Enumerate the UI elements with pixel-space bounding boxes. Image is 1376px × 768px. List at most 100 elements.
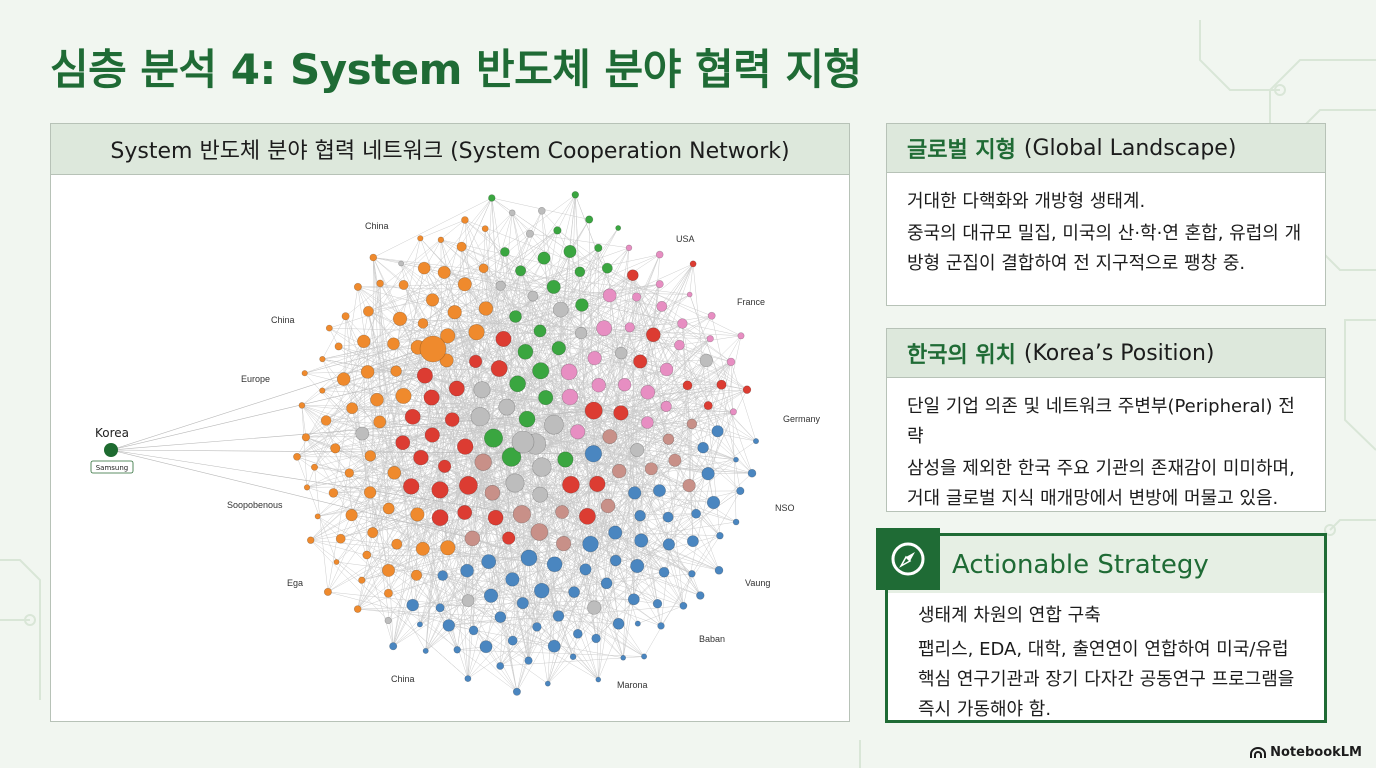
samsung-label: Samsung: [96, 464, 129, 472]
network-node: [624, 322, 635, 333]
network-edge: [376, 399, 512, 458]
network-edge: [529, 233, 630, 249]
network-edge: [351, 514, 564, 544]
network-edge: [440, 239, 709, 474]
korea-position-title-en: (Korea’s Position): [1023, 340, 1215, 366]
global-landscape-body: 거대한 다핵화와 개방형 생태계. 중국의 대규모 밀집, 미국의 산·학·연 …: [887, 173, 1325, 279]
network-node: [389, 642, 398, 651]
network-edge: [568, 371, 721, 536]
network-edge: [632, 275, 704, 448]
network-edge: [522, 275, 633, 443]
network-node: [572, 628, 583, 639]
network-node: [579, 563, 592, 576]
network-node: [478, 301, 494, 316]
network-node: [387, 337, 400, 351]
network-edge: [301, 405, 308, 488]
network-edge: [444, 210, 542, 467]
network-node: [417, 261, 431, 275]
network-node: [484, 484, 501, 501]
network-node: [626, 269, 639, 281]
network-edge: [442, 575, 492, 596]
network-edge: [327, 457, 422, 592]
network-node: [552, 301, 569, 318]
korea-edge: [110, 449, 473, 539]
network-node: [505, 473, 525, 493]
network-edge: [336, 561, 469, 679]
korea-position-header: 한국의 위치 (Korea’s Position): [887, 329, 1325, 378]
network-edge: [636, 296, 669, 440]
node-label-china-bottom: China: [391, 674, 415, 684]
network-node: [473, 381, 491, 399]
network-edge: [456, 370, 541, 389]
network-node: [600, 498, 616, 514]
network-node: [641, 416, 654, 429]
network-node: [634, 510, 646, 522]
network-node: [596, 320, 612, 337]
network-edge: [461, 246, 536, 445]
network-node: [398, 260, 404, 267]
network-node: [367, 527, 379, 539]
network-node: [435, 603, 445, 613]
network-edge: [296, 456, 574, 658]
network-node: [345, 509, 358, 522]
network-edge: [491, 197, 732, 363]
network-edge: [580, 332, 693, 425]
network-node: [682, 478, 696, 493]
network-node: [602, 288, 617, 303]
network-node: [587, 351, 602, 366]
korea-position-body: 단일 기업 의존 및 네트워크 주변부(Peripheral) 전략 삼성을 제…: [887, 378, 1325, 514]
network-node: [633, 354, 648, 369]
network-edge: [467, 543, 591, 679]
network-edge: [475, 263, 694, 362]
network-edge: [581, 304, 616, 533]
network-edge: [343, 316, 346, 380]
network-edge: [357, 466, 445, 610]
network-node: [562, 475, 580, 494]
network-node: [357, 334, 371, 349]
network-edge: [577, 473, 753, 634]
network-node: [747, 468, 757, 478]
network-edge: [456, 332, 477, 389]
network-edge: [317, 516, 599, 680]
network-node: [481, 225, 489, 233]
global-title-en: (Global Landscape): [1023, 135, 1237, 161]
network-edge: [322, 283, 660, 391]
network-edge: [444, 466, 658, 604]
network-node: [631, 292, 642, 302]
network-node: [600, 577, 613, 590]
network-node: [403, 478, 420, 495]
network-edge: [422, 335, 448, 549]
network-edge: [373, 197, 492, 258]
network-node: [662, 538, 676, 551]
network-edge: [322, 316, 346, 360]
network-edge: [305, 437, 426, 652]
network-edge: [440, 607, 529, 661]
node-label-china-left: China: [271, 315, 295, 325]
network-node: [518, 410, 536, 428]
network-edge: [585, 569, 639, 624]
network-node: [358, 576, 366, 584]
network-edge: [580, 275, 633, 334]
network-node: [660, 400, 672, 412]
network-edge: [500, 535, 721, 667]
network-edge: [561, 389, 748, 513]
network-edge: [301, 405, 395, 473]
network-node: [328, 488, 339, 498]
network-node: [438, 459, 452, 473]
network-edge: [442, 575, 458, 650]
network-node: [319, 356, 326, 363]
network-node: [655, 250, 664, 259]
network-edge: [577, 431, 639, 624]
network-node: [630, 558, 645, 573]
network-node: [574, 327, 588, 340]
network-edge: [485, 423, 693, 647]
network-node: [381, 563, 395, 577]
network-node: [417, 235, 424, 242]
network-node: [461, 594, 475, 607]
network-edge: [689, 263, 694, 295]
network-node: [602, 429, 618, 444]
network-edge: [454, 312, 665, 573]
network-node: [336, 372, 351, 386]
node-label-baban: Baban: [699, 634, 725, 644]
network-edge: [361, 219, 590, 581]
